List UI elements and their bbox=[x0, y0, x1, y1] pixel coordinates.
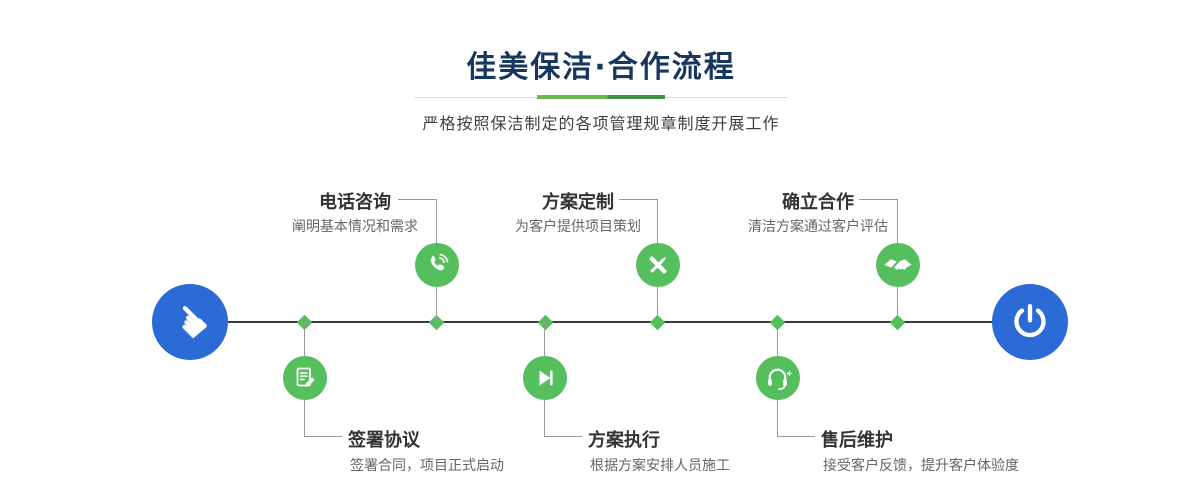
connector-line bbox=[897, 287, 898, 322]
start-node: ☚ bbox=[152, 284, 228, 360]
step-desc: 根据方案安排人员施工 bbox=[590, 458, 730, 474]
connector-line bbox=[657, 200, 658, 243]
step-desc: 接受客户反馈，提升客户体验度 bbox=[823, 458, 1019, 474]
divider-accent-bar bbox=[537, 95, 665, 99]
phone-icon bbox=[430, 253, 449, 271]
step-icon-node bbox=[636, 243, 680, 287]
page-title: 佳美保洁·合作流程 bbox=[466, 50, 736, 85]
step-label: 确立合作 bbox=[782, 192, 854, 213]
contract-icon bbox=[296, 367, 315, 387]
connector-line bbox=[305, 436, 342, 437]
connector-line bbox=[777, 322, 778, 356]
step-desc: 阐明基本情况和需求 bbox=[292, 219, 418, 235]
connector-line bbox=[859, 199, 898, 200]
connector-line bbox=[777, 400, 778, 437]
step-desc: 清洁方案通过客户评估 bbox=[748, 219, 888, 235]
step-desc: 为客户提供项目策划 bbox=[515, 219, 641, 235]
connector-line bbox=[897, 200, 898, 243]
connector-line bbox=[619, 199, 658, 200]
title-divider bbox=[414, 95, 788, 99]
connector-line bbox=[544, 400, 545, 437]
connector-line bbox=[657, 287, 658, 322]
page-subtitle: 严格按照保洁制定的各项管理规章制度开展工作 bbox=[422, 114, 780, 133]
power-icon bbox=[1014, 304, 1046, 338]
step-label: 售后维护 bbox=[821, 430, 893, 451]
connector-line bbox=[545, 436, 582, 437]
play-icon bbox=[539, 370, 553, 386]
step-icon-node bbox=[756, 356, 800, 400]
connector-line bbox=[436, 287, 437, 322]
step-label: 方案定制 bbox=[542, 192, 614, 213]
junction-diamond bbox=[537, 314, 554, 331]
step-label: 方案执行 bbox=[588, 430, 660, 451]
step-icon-node bbox=[283, 356, 327, 400]
timeline-axis bbox=[228, 321, 994, 323]
connector-line bbox=[304, 322, 305, 356]
connector-line bbox=[544, 322, 545, 356]
headset-icon bbox=[767, 368, 792, 390]
step-label: 签署协议 bbox=[348, 430, 420, 451]
step-icon-node bbox=[523, 356, 567, 400]
pointing-hand-icon: ☚ bbox=[159, 291, 221, 353]
step-icon-node bbox=[415, 243, 459, 287]
connector-line bbox=[778, 436, 815, 437]
handshake-icon bbox=[884, 258, 912, 270]
end-node bbox=[992, 284, 1068, 360]
design-icon bbox=[649, 256, 667, 274]
connector-line bbox=[398, 199, 437, 200]
step-desc: 签署合同，项目正式启动 bbox=[350, 458, 504, 474]
step-icon-node bbox=[876, 243, 920, 287]
step-label: 电话咨询 bbox=[319, 192, 391, 213]
connector-line bbox=[304, 400, 305, 437]
connector-line bbox=[436, 200, 437, 243]
